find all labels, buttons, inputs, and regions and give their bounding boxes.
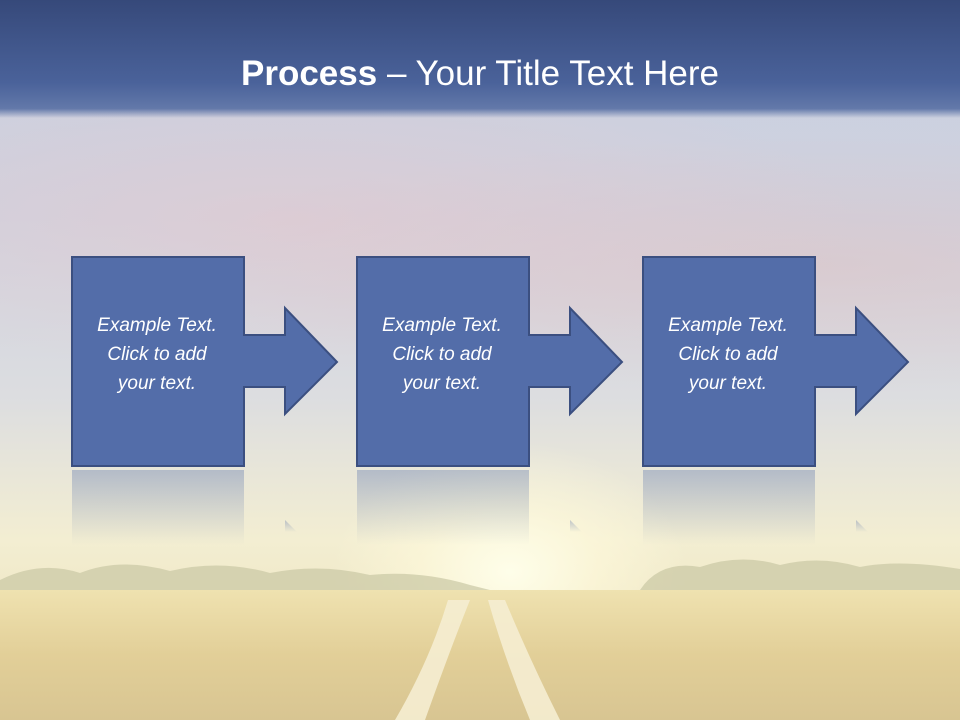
step-line-1: Example Text. [97,315,217,336]
process-step-3[interactable]: Example Text. Click to add your text. [642,256,912,468]
step-line-1: Example Text. [668,315,788,336]
step-text[interactable]: Example Text. Click to add your text. [356,311,528,398]
step-text[interactable]: Example Text. Click to add your text. [642,311,814,398]
title-bar [0,0,960,118]
step-line-3: your text. [402,373,482,394]
step-text[interactable]: Example Text. Click to add your text. [71,311,243,398]
step-arrow-shape [71,256,339,467]
process-step-1[interactable]: Example Text. Click to add your text. [71,256,341,468]
title-rest: – Your Title Text Here [377,54,719,93]
slide-title[interactable]: Process – Your Title Text Here [0,52,960,96]
step-line-3: your text. [117,373,197,394]
step-line-3: your text. [688,373,768,394]
dirt-path [395,600,560,720]
title-bold: Process [241,54,378,93]
step-reflection-1 [71,470,341,545]
step-arrow-shape [642,256,910,467]
step-line-2: Click to add [392,344,492,365]
step-line-2: Click to add [107,344,207,365]
step-reflection-3 [642,470,912,545]
process-step-2[interactable]: Example Text. Click to add your text. [356,256,626,468]
wheat-field [0,590,960,720]
step-line-2: Click to add [678,344,778,365]
step-arrow-shape [356,256,624,467]
step-reflection-2 [356,470,626,545]
step-line-1: Example Text. [382,315,502,336]
